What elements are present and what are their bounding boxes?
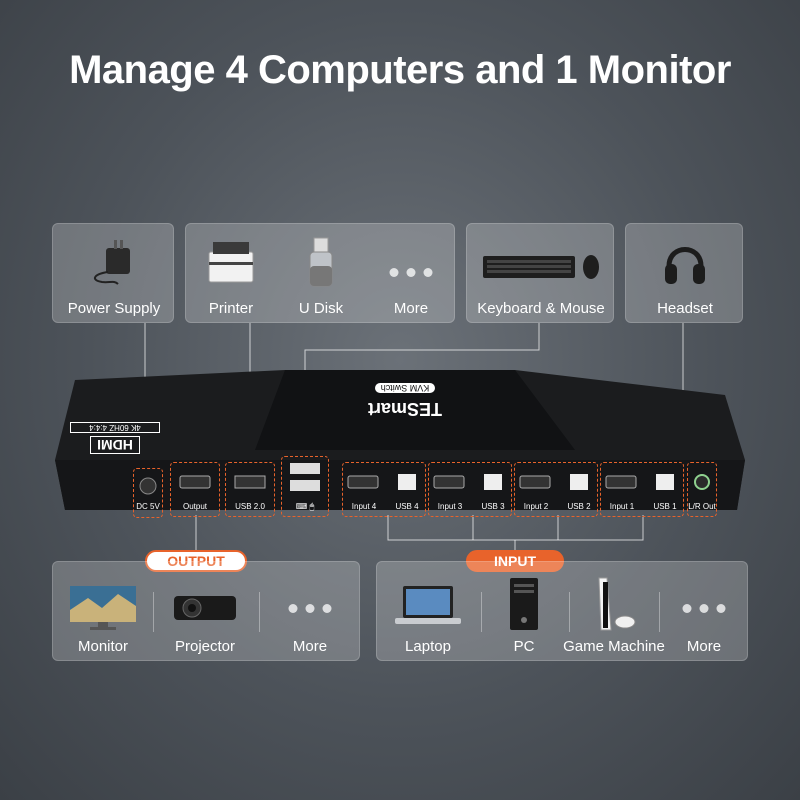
more-label: More <box>686 638 722 655</box>
input-devices-card: Laptop PC Game Machine More <box>376 561 748 661</box>
lr-out-label: L/R Out <box>688 502 716 511</box>
pc-tower-icon <box>510 578 538 630</box>
page-title: Manage 4 Computers and 1 Monitor <box>69 48 731 92</box>
monitor-icon <box>70 586 136 630</box>
game-console-icon <box>598 577 636 631</box>
input1-port-group <box>600 462 684 517</box>
input1-label: Input 1 <box>609 502 635 511</box>
usb4-label: USB 4 <box>395 502 419 511</box>
projector-label: Projector <box>174 638 236 655</box>
usb20-port-group <box>225 462 275 517</box>
usb2-label: USB 2 <box>567 502 591 511</box>
laptop-label: Laptop <box>405 638 451 655</box>
dc-label: DC 5V <box>136 502 160 511</box>
more-dots-icon <box>682 604 726 613</box>
input2-label: Input 2 <box>523 502 549 511</box>
usb20-label: USB 2.0 <box>235 502 265 511</box>
keyboard-mouse-icon <box>483 255 599 279</box>
headset-label: Headset <box>657 300 713 317</box>
pc-label: PC <box>513 638 535 655</box>
more-label: More <box>393 300 429 317</box>
headset-card: Headset <box>625 223 743 323</box>
kvm-switch-device: TESmart KVM Switch HDMI 4K 60HZ 4:4:4 DC… <box>55 350 745 525</box>
power-supply-label: Power Supply <box>67 300 161 317</box>
more-dots-icon <box>288 604 332 613</box>
game-machine-label: Game Machine <box>563 638 665 655</box>
divider <box>481 592 482 632</box>
printer-icon <box>208 242 254 283</box>
usb3-label: USB 3 <box>481 502 505 511</box>
output-port-label: Output <box>182 502 207 511</box>
divider <box>569 592 570 632</box>
output-tag: OUTPUT <box>145 550 247 572</box>
keyboard-mouse-label: Keyboard & Mouse <box>477 300 605 317</box>
output-port-group <box>170 462 220 517</box>
power-adapter-icon <box>93 240 130 285</box>
power-supply-card: Power Supply <box>52 223 174 323</box>
divider <box>153 592 154 632</box>
input3-label: Input 3 <box>437 502 463 511</box>
km-port-group <box>281 456 329 517</box>
lr-port-group <box>687 462 717 517</box>
output-devices-card: Monitor Projector More <box>52 561 360 661</box>
divider <box>659 592 660 632</box>
divider <box>259 592 260 632</box>
more-label: More <box>292 638 328 655</box>
usb-disk-icon <box>309 237 333 287</box>
input4-port-group <box>342 462 426 517</box>
laptop-icon <box>395 586 461 624</box>
usb-devices-card: Printer U Disk More <box>185 223 455 323</box>
input3-port-group <box>428 462 512 517</box>
projector-icon <box>174 596 236 620</box>
input4-label: Input 4 <box>351 502 377 511</box>
port-shapes <box>139 463 710 495</box>
input2-port-group <box>514 462 598 517</box>
km-label: ⌨ 🖱 <box>295 502 315 511</box>
more-dots-icon <box>389 268 433 277</box>
headset-icon <box>665 247 705 284</box>
monitor-label: Monitor <box>77 638 129 655</box>
u-disk-label: U Disk <box>298 300 344 317</box>
printer-label: Printer <box>208 300 254 317</box>
usb1-label: USB 1 <box>653 502 677 511</box>
dc-port-group <box>133 468 163 518</box>
keyboard-mouse-card: Keyboard & Mouse <box>466 223 614 323</box>
input-tag: INPUT <box>466 550 564 572</box>
